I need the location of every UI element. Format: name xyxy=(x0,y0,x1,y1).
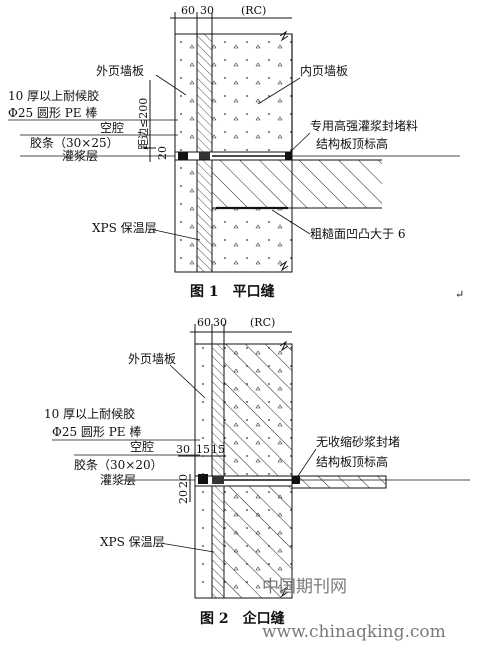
fig1-label-gasket: 胶条（30×25） xyxy=(30,135,119,150)
fig2-small-dimensions: 30 15 15 20 20 xyxy=(176,443,226,504)
fig2-dim-d1: 30 xyxy=(176,443,190,456)
return-mark-1: ↵ xyxy=(455,288,464,301)
fig1-label-xps: XPS 保温层 xyxy=(92,221,157,235)
fig2-caption: 图 2 企口缝 xyxy=(200,610,285,627)
fig2-dim-60: 60 xyxy=(197,316,211,329)
fig1-top-dimension: 60 30 (RC) xyxy=(170,4,292,36)
fig1-label-rough: 粗糙面凹凸大于 6 xyxy=(310,227,405,241)
fig1-dim-60: 60 xyxy=(181,4,195,17)
fig1-lower-panels xyxy=(174,159,382,273)
fig2-label-slab-top: 结构板顶标高 xyxy=(316,454,388,469)
fig1-label-grout-seal: 专用高强灌浆封堵料 xyxy=(310,118,418,133)
fig1-joint xyxy=(20,151,460,161)
watermark-cn: 中国期刊网 xyxy=(262,577,347,597)
fig2-dim-30: 30 xyxy=(213,316,227,329)
fig1-upper-panels xyxy=(174,30,293,153)
fig2-lower-panels xyxy=(194,475,387,599)
fig2-dim-d2: 15 xyxy=(196,443,210,456)
fig2-label-pe-rod: Φ25 圆形 PE 棒 xyxy=(52,425,141,439)
fig1-label-pe-rod: Φ25 圆形 PE 棒 xyxy=(8,106,97,120)
fig2-label-gasket: 胶条（30×20） xyxy=(74,457,163,472)
fig2-dim-d3: 15 xyxy=(211,443,225,456)
fig1-dim-rc: (RC) xyxy=(241,4,266,17)
watermark-url: www.chinaqking.com xyxy=(262,622,446,642)
fig1-label-inner-panel: 内页墙板 xyxy=(300,64,348,78)
fig2-label-cavity: 空腔 xyxy=(130,439,154,454)
fig2-label-sealant: 10 厚以上耐候胶 xyxy=(44,406,135,421)
fig1-caption: 图 1 平口缝 xyxy=(190,283,275,300)
fig2-dim-rc: (RC) xyxy=(250,316,275,329)
fig2-label-outer-panel: 外页墙板 xyxy=(128,352,176,366)
figure2: 60 30 (RC) 3 xyxy=(44,316,470,642)
fig2-label-xps: XPS 保温层 xyxy=(100,535,165,549)
fig1-label-outer-panel: 外页墙板 xyxy=(96,64,144,78)
fig2-label-grout: 灌浆层 xyxy=(100,472,136,487)
fig1-label-slab-top: 结构板顶标高 xyxy=(316,136,388,151)
fig1-dim-range: 距边≤200 xyxy=(137,98,150,150)
fig1-edge-dimension: 距边≤200 20 xyxy=(137,80,169,162)
fig1-label-grout: 灌浆层 xyxy=(62,148,98,163)
fig2-dim-v1: 20 xyxy=(177,474,190,488)
fig1-dim-30: 30 xyxy=(200,4,214,17)
fig1-label-sealant: 10 厚以上耐候胶 xyxy=(8,88,99,103)
fig2-dim-v2: 20 xyxy=(177,490,190,504)
figure1: 60 30 (RC) xyxy=(8,4,464,301)
fig2-top-dimension: 60 30 (RC) xyxy=(190,316,292,346)
fig1-label-cavity: 空腔 xyxy=(100,120,124,135)
fig2-label-mortar-seal: 无收缩砂浆封堵 xyxy=(316,434,400,449)
fig2-upper-panels xyxy=(194,340,293,477)
fig1-dim-20: 20 xyxy=(156,146,169,160)
